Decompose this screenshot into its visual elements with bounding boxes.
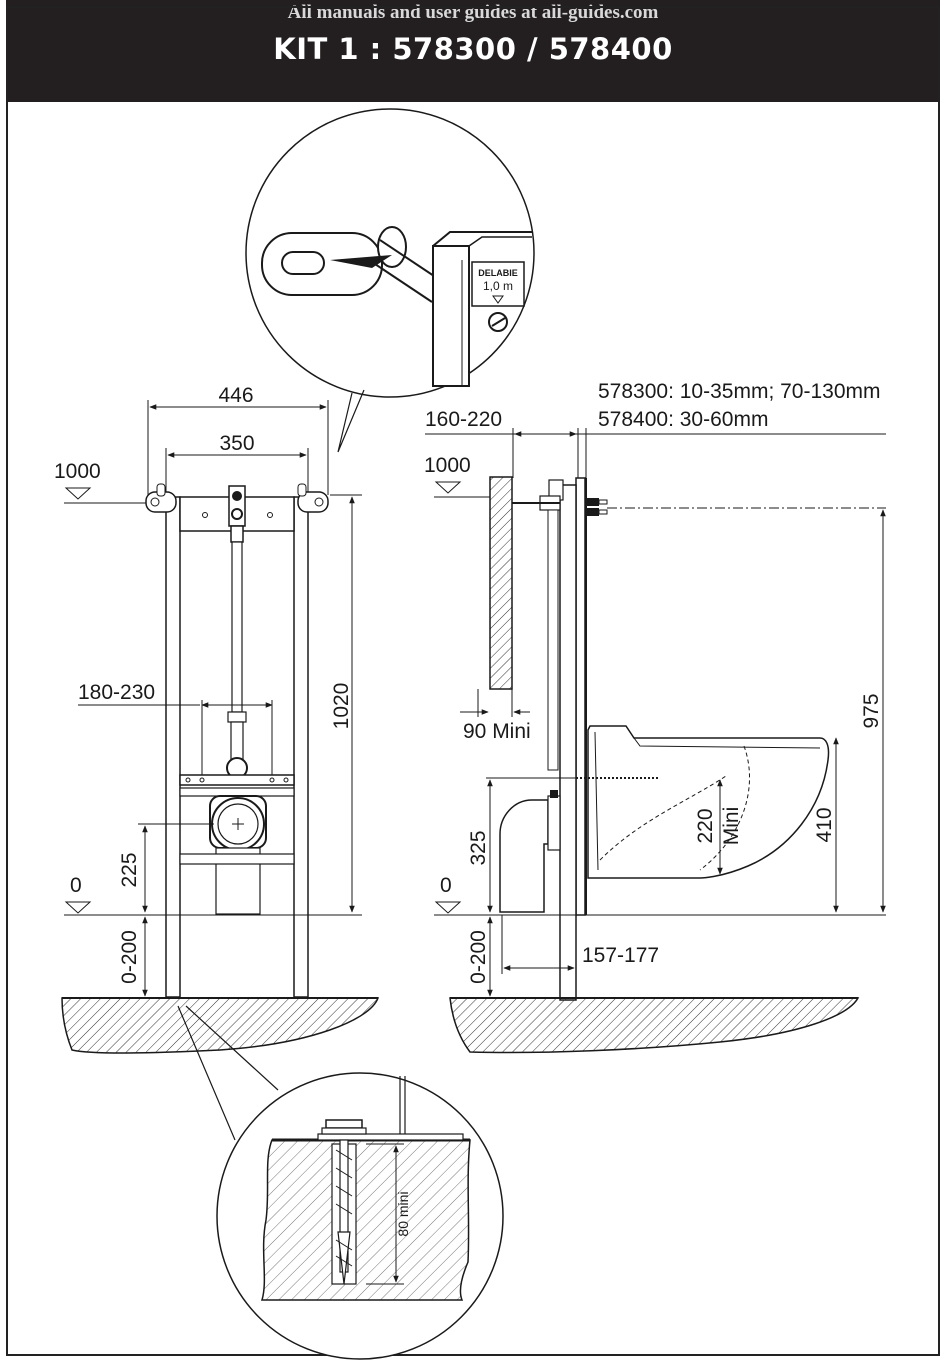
model-note-578400: 578400: 30-60mm: [598, 408, 768, 431]
level-label-value: 1,0 m: [483, 279, 513, 293]
toilet-bowl: [587, 725, 830, 879]
front-floor: [61, 997, 380, 1054]
model-note-578300: 578300: 10-35mm; 70-130mm: [598, 380, 881, 403]
wall-board: [575, 477, 586, 916]
front-left-rail: [165, 496, 181, 998]
dim-975: 975: [860, 693, 883, 728]
dim-325: 325: [467, 830, 490, 865]
dim-225: 225: [118, 852, 141, 887]
kit-title: KIT 1 : 578300 / 578400: [273, 32, 673, 66]
dim-1020: 1020: [330, 683, 353, 730]
side-frame: [559, 484, 577, 1001]
level-label-brand: DELABIE: [478, 268, 518, 278]
anchor-nut: [325, 1119, 363, 1129]
level-0-side: 0: [440, 874, 452, 897]
dim-410: 410: [813, 807, 836, 842]
detail-callout-top: [337, 389, 365, 453]
bottom-detail: 80 mini: [177, 1005, 504, 1360]
dim-0-200-front: 0-200: [118, 930, 141, 984]
dim-180-230: 180-230: [78, 681, 155, 704]
dim-350: 350: [219, 432, 254, 455]
rear-wall: [489, 476, 513, 690]
supply-pipe: [231, 541, 243, 713]
dim-220-mini: Mini: [720, 807, 743, 846]
dim-160-220: 160-220: [425, 408, 502, 431]
level-label: [471, 261, 525, 307]
dim-0-200-side: 0-200: [467, 930, 490, 984]
page-frame: [6, 6, 940, 1356]
dim-80-mini: 80 mini: [395, 1191, 411, 1236]
top-detail: DELABIE 1,0 m: [245, 108, 535, 453]
level-1000-side: 1000: [424, 454, 471, 477]
dim-220: 220: [694, 808, 717, 843]
frame-column: [432, 245, 470, 387]
dim-446: 446: [218, 384, 253, 407]
front-brackets: [145, 483, 329, 513]
level-0-front: 0: [70, 874, 82, 897]
header-bar: All manuals and user guides at all-guide…: [6, 0, 940, 102]
waste-elbow: [499, 799, 549, 913]
level-1000-front: 1000: [54, 460, 101, 483]
front-right-rail: [293, 496, 309, 998]
wing-nut: [330, 255, 392, 268]
concrete-block: [260, 1139, 471, 1301]
side-view: 578300: 10-35mm; 70-130mm 578400: 30-60m…: [424, 380, 886, 1054]
dim-90-mini: 90 Mini: [463, 720, 531, 743]
side-floor: [449, 997, 860, 1054]
dim-157-177: 157-177: [582, 944, 659, 967]
front-view: 446 350 1000: [54, 384, 380, 1054]
bracket-slot: [281, 251, 325, 275]
